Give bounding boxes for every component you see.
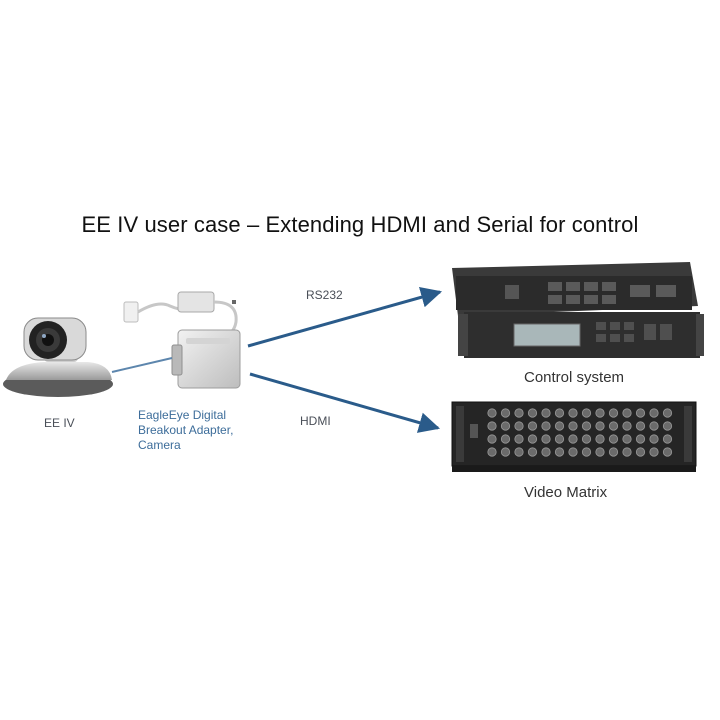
matrix-port (541, 408, 551, 418)
control-system-image (452, 262, 704, 358)
matrix-port (635, 421, 646, 431)
matrix-port (595, 408, 605, 418)
hdmi-arrow (249, 372, 441, 433)
matrix-port (568, 434, 578, 444)
matrix-port (527, 447, 538, 457)
matrix-port (527, 408, 538, 418)
adapter-label-line: Breakout Adapter, (138, 423, 234, 437)
matrix-port (568, 421, 578, 431)
matrix-port (568, 408, 578, 418)
matrix-port (554, 434, 565, 444)
matrix-port (581, 434, 592, 444)
matrix-port (554, 447, 565, 457)
matrix-port (595, 447, 605, 457)
matrix-port (662, 408, 673, 418)
matrix-port (581, 421, 592, 431)
matrix-port (649, 421, 659, 431)
matrix-port-grid (487, 408, 673, 457)
video-matrix-image (451, 401, 697, 472)
matrix-port (514, 434, 524, 444)
matrix-port (608, 408, 619, 418)
matrix-port (500, 408, 511, 418)
rs232-arrow (247, 287, 443, 348)
matrix-port (595, 434, 605, 444)
matrix-port (527, 434, 538, 444)
matrix-port (608, 434, 619, 444)
matrix-port (581, 447, 592, 457)
matrix-port (622, 447, 632, 457)
video-matrix-label: Video Matrix (524, 484, 608, 501)
matrix-port (581, 408, 592, 418)
matrix-port (541, 434, 551, 444)
matrix-port (622, 408, 632, 418)
adapter-label-line: EagleEye Digital (138, 408, 227, 422)
matrix-port (514, 408, 524, 418)
matrix-port (541, 421, 551, 431)
matrix-port (500, 447, 511, 457)
adapter-image (123, 291, 241, 389)
matrix-port (649, 434, 659, 444)
page-title: EE IV user case – Extending HDMI and Ser… (81, 212, 639, 237)
matrix-port (487, 421, 497, 431)
matrix-port (635, 408, 646, 418)
hdmi-label: HDMI (300, 414, 331, 428)
matrix-port (608, 421, 619, 431)
adapter-label: EagleEye Digital Breakout Adapter, Camer… (138, 408, 278, 453)
matrix-port (622, 434, 632, 444)
matrix-port (662, 447, 673, 457)
matrix-port (514, 447, 524, 457)
matrix-port (500, 421, 511, 431)
matrix-port (487, 447, 497, 457)
rs232-label: RS232 (306, 288, 343, 302)
matrix-port (554, 408, 565, 418)
matrix-port (487, 434, 497, 444)
adapter-label-line: Camera (138, 438, 181, 452)
matrix-port (527, 421, 538, 431)
matrix-port (595, 421, 605, 431)
camera-image (3, 317, 113, 397)
matrix-port (662, 421, 673, 431)
matrix-port (608, 447, 619, 457)
camera-label: EE IV (44, 416, 75, 430)
matrix-port (662, 434, 673, 444)
matrix-port (541, 447, 551, 457)
matrix-port (649, 447, 659, 457)
matrix-port (568, 447, 578, 457)
matrix-port (635, 447, 646, 457)
matrix-port (649, 408, 659, 418)
matrix-port (635, 434, 646, 444)
camera-link (111, 357, 173, 373)
matrix-port (514, 421, 524, 431)
control-system-label: Control system (524, 369, 625, 386)
matrix-port (554, 421, 565, 431)
matrix-port (500, 434, 511, 444)
matrix-port (622, 421, 632, 431)
matrix-port (487, 408, 497, 418)
